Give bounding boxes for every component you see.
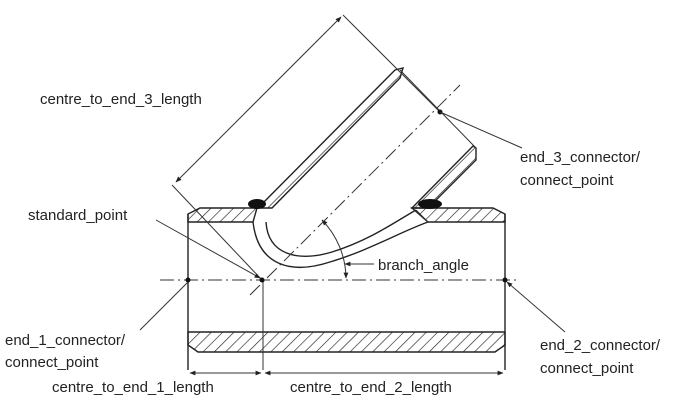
branch-end-face [399, 69, 477, 149]
end-2-connect-point [502, 277, 508, 283]
dim-end3-ext-left [171, 184, 263, 281]
end-1-leader [139, 281, 189, 331]
label-end-1-connector: end_1_connector/ [5, 332, 126, 349]
branch-bend-joint [415, 209, 429, 223]
label-centre-to-end-2-length: centre_to_end_2_length [290, 379, 452, 396]
branch-left-wall [256, 67, 405, 209]
standard-point [259, 277, 265, 283]
label-end-3-connect-point: connect_point [520, 172, 614, 189]
standard-point-leader [155, 219, 261, 279]
label-centre-to-end-1-length: centre_to_end_1_length [52, 379, 214, 396]
main-pipe-bottom-wall [187, 331, 506, 353]
branch-angle-arc [321, 219, 349, 279]
label-standard-point: standard_point [28, 207, 128, 224]
label-branch-angle: branch_angle [378, 257, 469, 274]
end-1-connect-point [185, 277, 191, 283]
dim-end3-ext-right [342, 14, 441, 113]
branch-right-wall [410, 145, 477, 209]
label-end-3-connector: end_3_connector/ [520, 149, 641, 166]
end-2-leader [506, 281, 566, 333]
dim-end3-line [175, 16, 342, 183]
label-end-1-connect-point: connect_point [5, 354, 99, 371]
weld-right [418, 199, 442, 209]
label-centre-to-end-3-length: centre_to_end_3_length [40, 91, 202, 108]
branch-axis [249, 84, 461, 296]
label-end-2-connect-point: connect_point [540, 360, 634, 377]
weld-left [248, 199, 266, 209]
main-pipe-top-wall [187, 207, 258, 223]
label-end-2-connector: end_2_connector/ [540, 337, 661, 354]
end-3-leader [439, 111, 523, 149]
